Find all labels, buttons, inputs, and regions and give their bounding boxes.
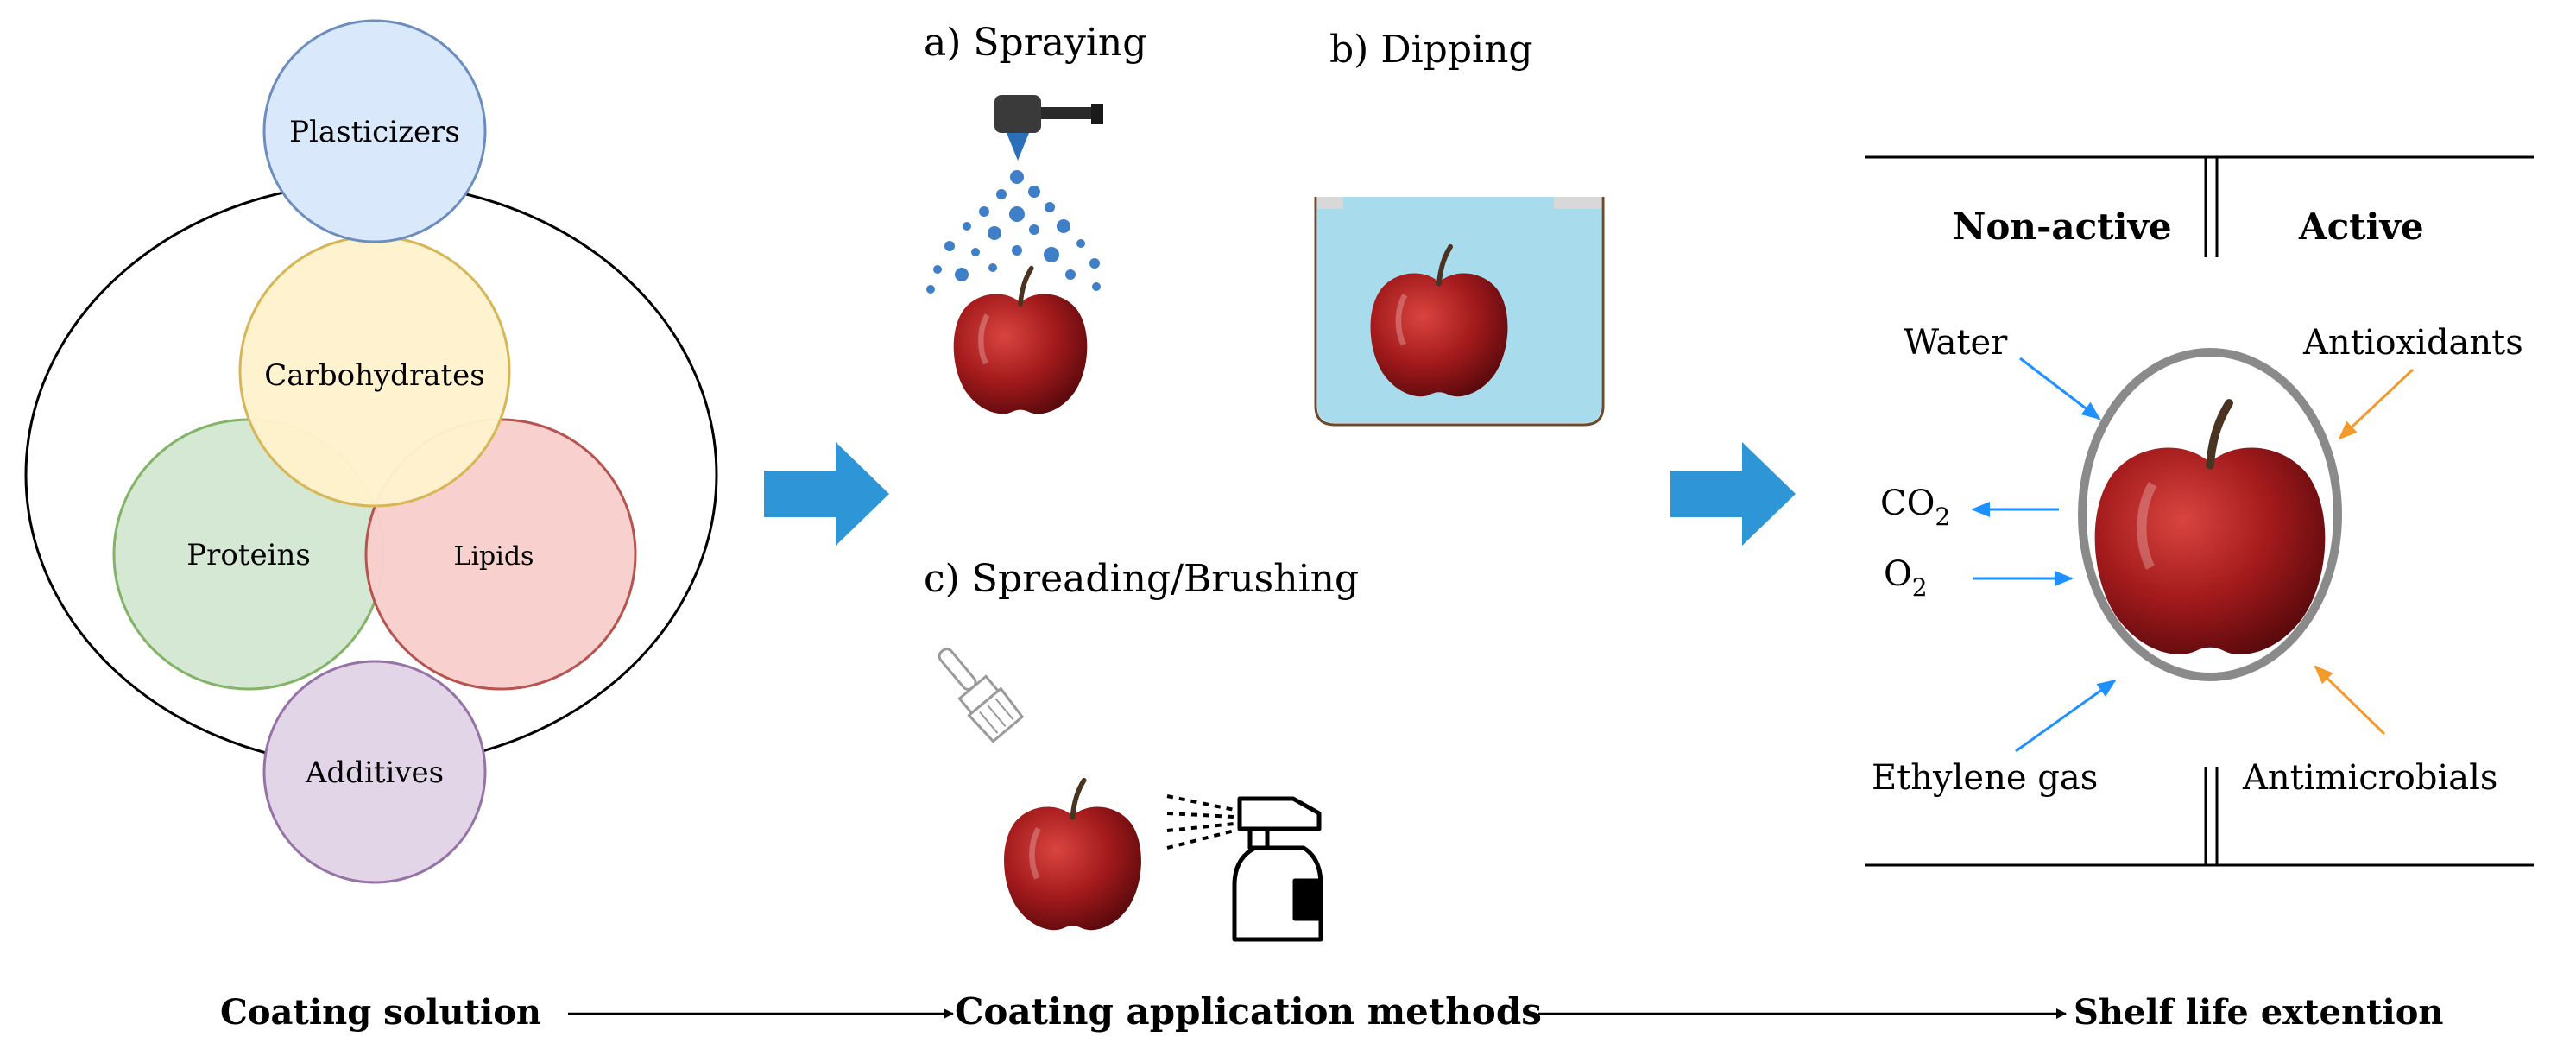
spreading-label: c) Spreading/Brushing [924, 557, 1359, 601]
spreading-apple [1004, 781, 1141, 930]
water-arrow [2019, 357, 2101, 420]
proteins-label: Proteins [186, 538, 311, 572]
dipping-method: b) Dipping [1314, 28, 1605, 427]
spray-bottle-icon [1232, 796, 1323, 942]
plasticizers-circle [262, 19, 487, 243]
lipids-label: Lipids [454, 541, 534, 572]
dipping-label: b) Dipping [1329, 28, 1533, 72]
additives-label: Additives [305, 755, 444, 790]
flow-coating-methods: Coating application methods [955, 990, 1542, 1033]
plasticizers-label: Plasticizers [289, 115, 460, 149]
coated-apple [2095, 403, 2326, 654]
ethylene-arrow [2015, 679, 2117, 753]
spraying-apple [954, 269, 1088, 414]
water-label: Water [1904, 323, 2008, 363]
spreading-method: c) Spreading/Brushing [924, 557, 1359, 942]
coating-ring [2078, 348, 2342, 681]
paint-brush-icon [938, 648, 1025, 743]
spray-nozzle-icon [994, 95, 1103, 161]
coating-solution-panel: Plasticizers Carbohydrates Proteins Lipi… [24, 19, 718, 884]
flow-coating-solution: Coating solution [220, 992, 541, 1033]
flow-shelf-life: Shelf life extention [2074, 992, 2443, 1033]
o2-label: O2 [1884, 554, 1928, 602]
co2-label: CO2 [1880, 484, 1950, 531]
antimicrobials-arrow [2314, 665, 2386, 736]
spraying-method: a) Spraying [924, 21, 1146, 414]
antimicrobials-label: Antimicrobials [2242, 758, 2497, 798]
spray-mist-lines [1166, 794, 1235, 850]
spraying-label: a) Spraying [924, 21, 1146, 65]
shelf-life-panel: Non-active Active Water CO2 O2 Ethylene … [1865, 155, 2534, 867]
bottom-flow: Coating solution Coating application met… [220, 990, 2443, 1033]
process-arrow-1 [764, 442, 889, 546]
active-heading: Active [2298, 205, 2424, 248]
carbohydrates-label: Carbohydrates [264, 358, 484, 393]
antioxidants-label: Antioxidants [2302, 323, 2523, 363]
spray-droplets [926, 170, 1101, 294]
additives-circle [262, 660, 487, 884]
ethylene-label: Ethylene gas [1872, 758, 2098, 798]
antioxidants-arrow [2338, 368, 2415, 440]
process-arrow-2 [1670, 442, 1796, 546]
non-active-heading: Non-active [1953, 205, 2172, 248]
